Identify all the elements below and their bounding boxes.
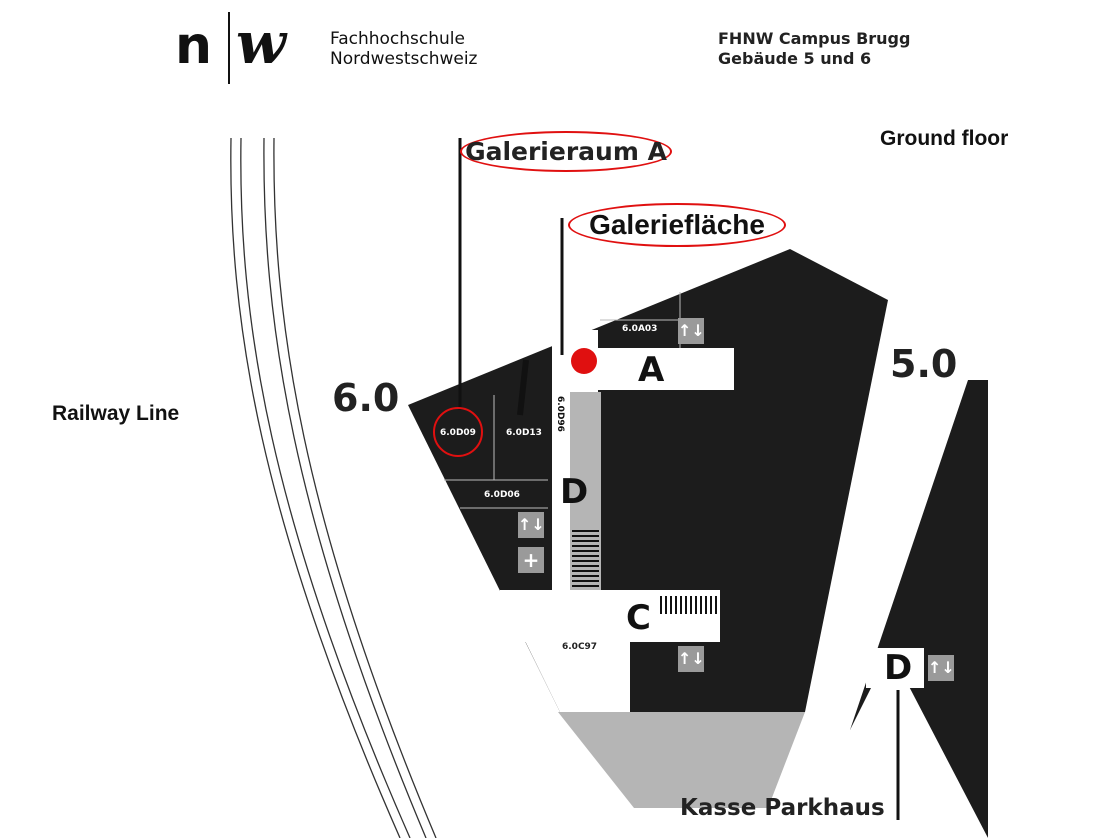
school-name: Fachhochschule Nordwestschweiz <box>330 29 477 69</box>
marker-line <box>517 359 529 416</box>
building-5-label: 5.0 <box>890 342 958 386</box>
room-6C97: 6.0C97 <box>562 642 598 652</box>
logo-w: w <box>236 9 286 77</box>
room-6D96: 6.0D96 <box>555 396 565 432</box>
elevator-icon: ↑↓ <box>518 512 545 538</box>
callout-galerieflaeche: Galeriefläche <box>568 203 786 247</box>
floor-label: Ground floor <box>880 127 1009 150</box>
building-5-gap <box>850 650 988 838</box>
room-6D13: 6.0D13 <box>506 428 542 438</box>
callout-kasse-parkhaus: Kasse Parkhaus <box>680 795 885 821</box>
stairs-C <box>660 596 717 614</box>
elevator-icon: ↑↓ <box>678 318 705 344</box>
elevator-icon: ↑↓ <box>928 655 955 681</box>
logo-n: n <box>175 16 213 76</box>
callout-lines <box>458 138 900 820</box>
railway-tracks <box>230 137 437 838</box>
wing-A-label: A <box>638 350 665 390</box>
school-name-line1: Fachhochschule <box>330 29 465 49</box>
entrance-ramp <box>558 712 805 808</box>
room-6D09-highlight <box>433 407 483 457</box>
stairs-D <box>572 530 599 587</box>
campus-title-line2: Gebäude 5 und 6 <box>718 49 872 68</box>
elevator-icon: ↑↓ <box>678 646 705 672</box>
campus-title: FHNW Campus Brugg Gebäude 5 und 6 <box>718 29 910 69</box>
room-6D09: 6.0D09 <box>440 428 476 438</box>
school-name-line2: Nordwestschweiz <box>330 49 478 69</box>
railway-label: Railway Line <box>52 402 180 425</box>
wing-D-label: D <box>560 472 589 512</box>
room-6A03: 6.0A03 <box>622 324 658 334</box>
room-6D06: 6.0D06 <box>484 490 520 500</box>
wing-D-parking-label: D <box>884 648 913 688</box>
building-6-label: 6.0 <box>332 376 400 420</box>
galerieflaeche-marker <box>571 348 597 374</box>
campus-title-line1: FHNW Campus Brugg <box>718 29 911 48</box>
wing-C-label: C <box>626 598 651 638</box>
callout-galerieraum: Galerieraum A <box>460 131 672 172</box>
logo-divider <box>228 12 230 84</box>
wing-D-parking-box <box>866 648 924 688</box>
first-aid-icon: + <box>518 547 544 573</box>
room-dividers <box>444 292 681 509</box>
